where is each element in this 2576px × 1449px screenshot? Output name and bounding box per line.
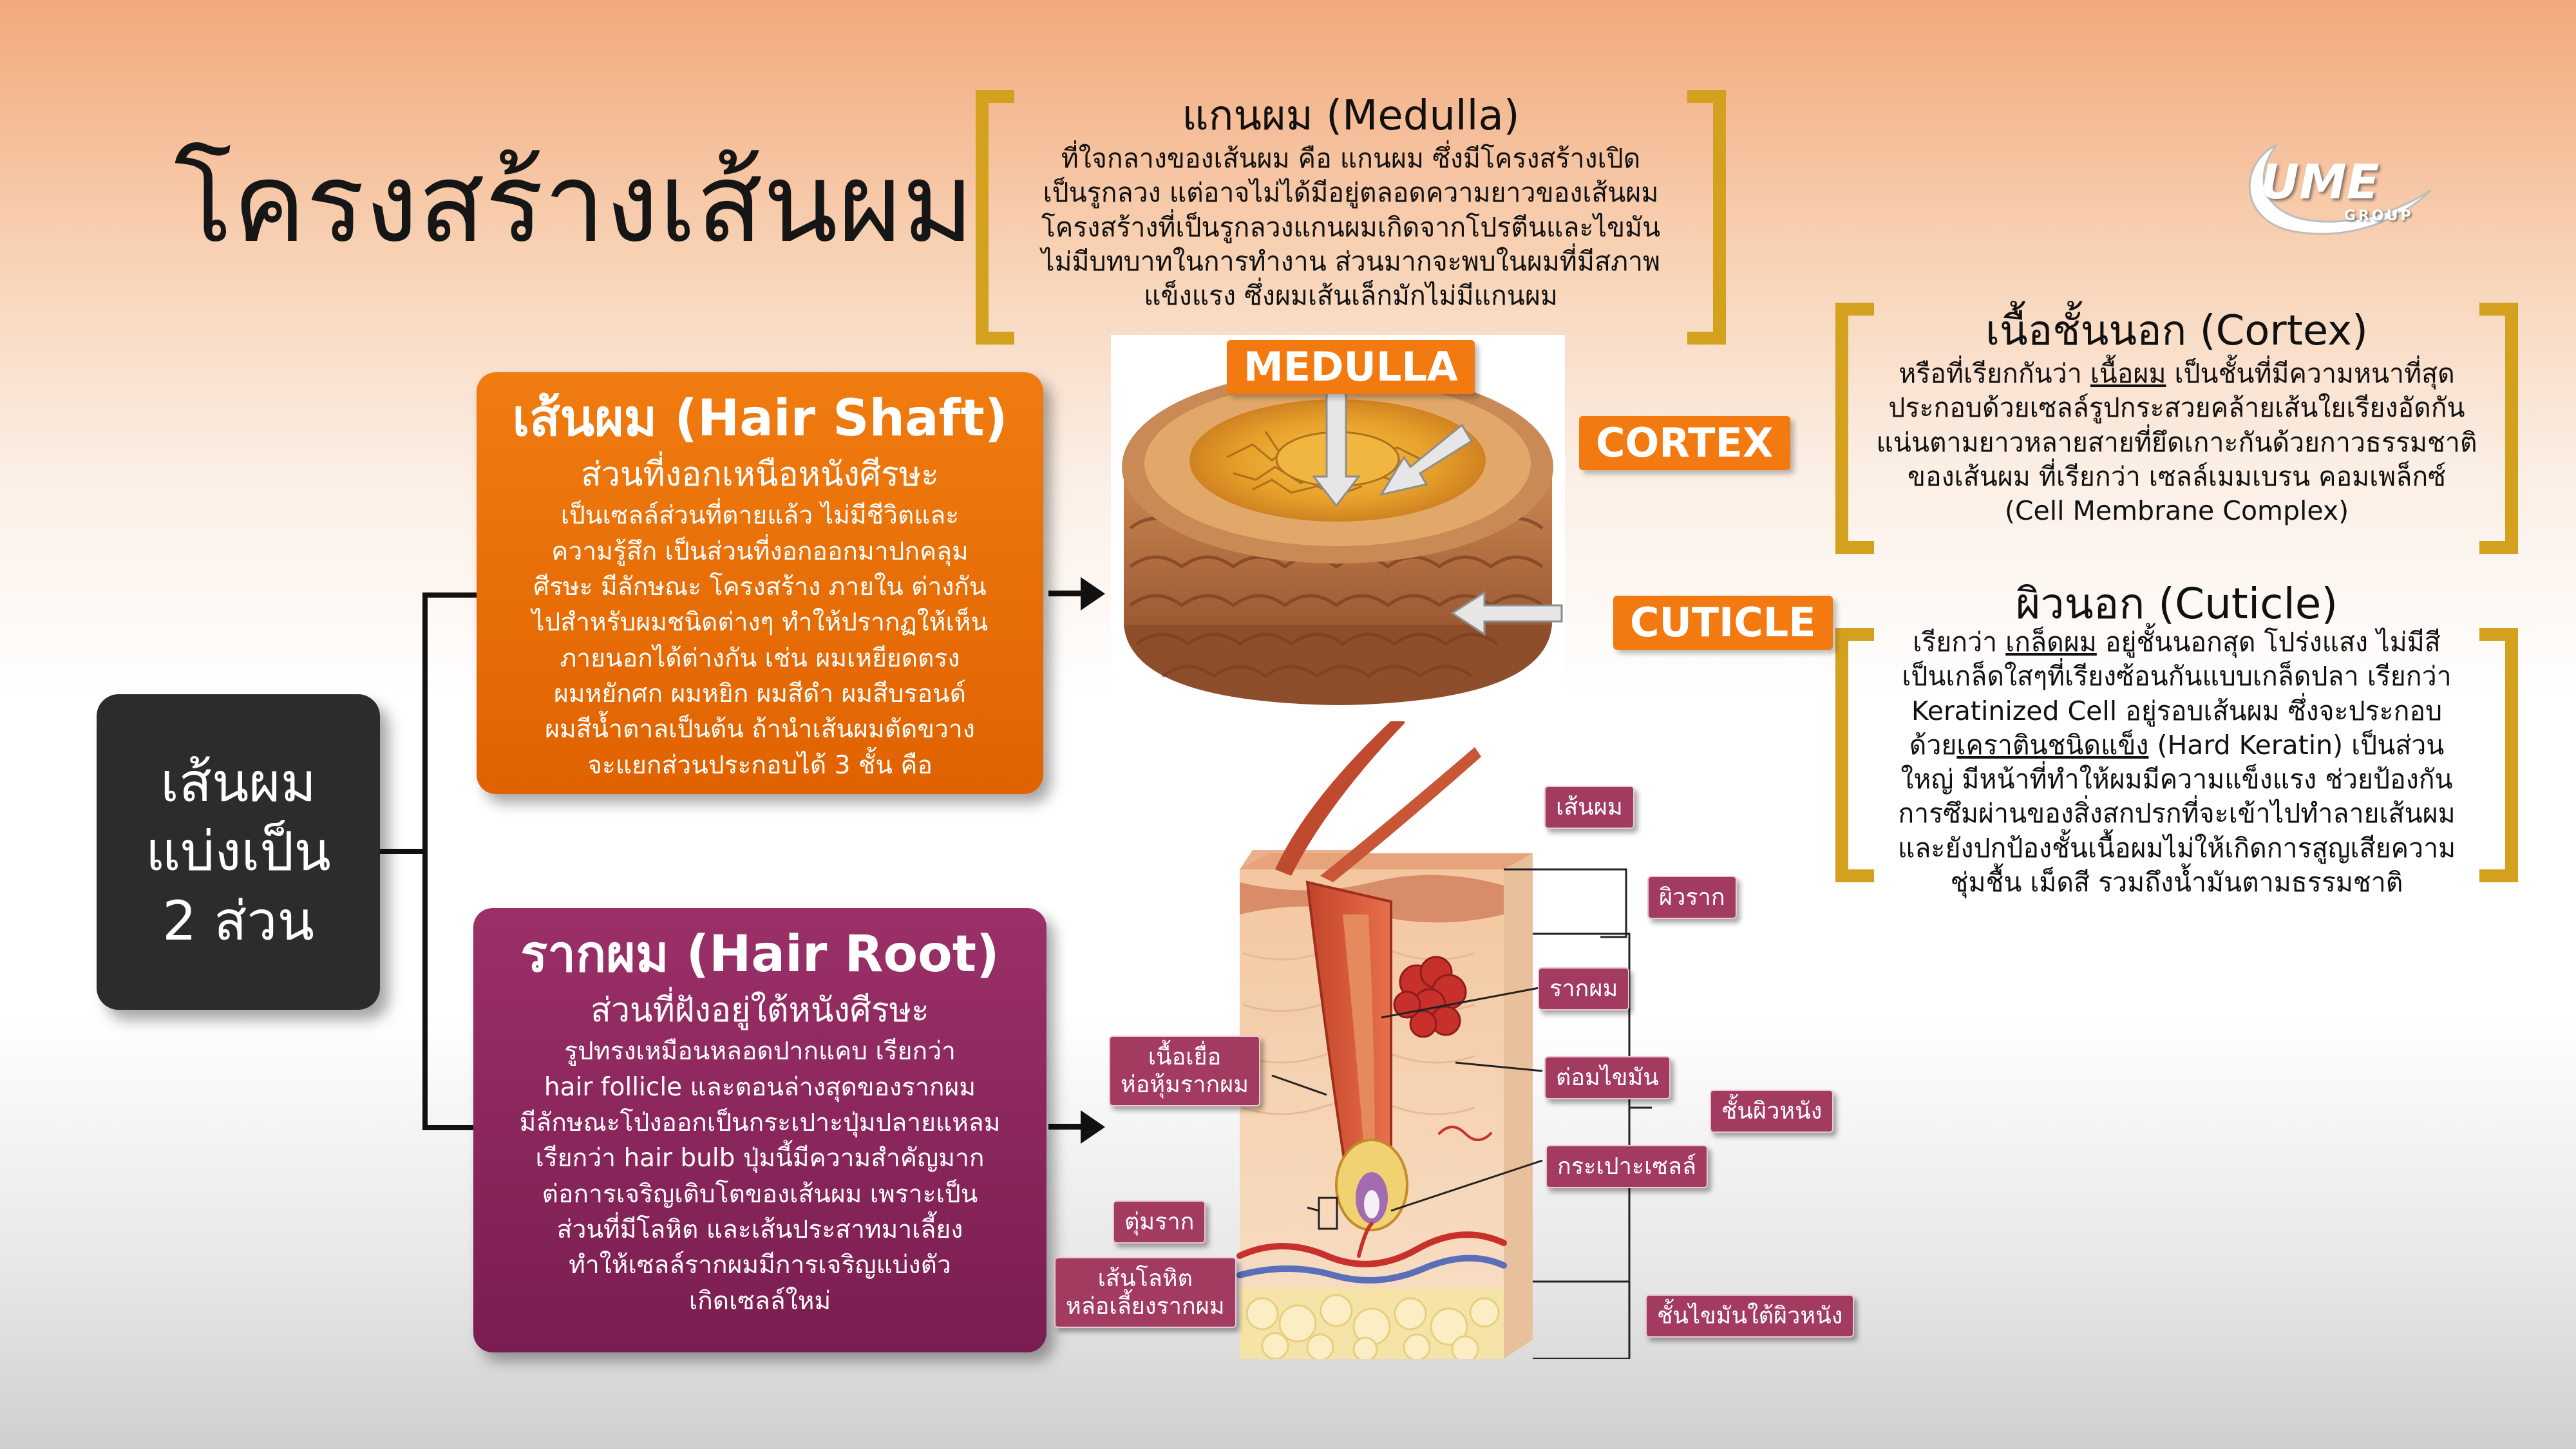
cuticle-title: ผิวนอก (Cuticle) [2015, 579, 2338, 629]
connector-to-root [422, 1125, 477, 1130]
hair-root-card: รากผม (Hair Root) ส่วนที่ฝังอยู่ใต้หนังศ… [473, 908, 1046, 1352]
cortex-desc: หรือที่เรียกกันว่า เนื้อผม เป็นชั้นที่มี… [1876, 358, 2477, 527]
logo-subtext: GROUP [2344, 208, 2414, 224]
shaft-arrow-icon [1048, 577, 1105, 611]
medulla-box: แกนผม (Medulla) ที่ใจกลางของเส้นผม คือ แ… [976, 90, 1726, 345]
hair-shaft-card: เส้นผม (Hair Shaft) ส่วนที่งอกเหนือหนังศ… [477, 372, 1043, 794]
medulla-title: แกนผม (Medulla) [1182, 92, 1520, 140]
connector-to-shaft [422, 592, 477, 598]
hair-root-title: รากผม (Hair Root) [520, 925, 999, 983]
label-papilla: ตุ่มราก [1113, 1200, 1206, 1244]
page-title: โครงสร้างเส้นผม [174, 140, 974, 267]
root-arrow-icon [1048, 1110, 1105, 1144]
hair-shaft-subtitle: ส่วนที่งอกเหนือหนังศีรษะ [580, 455, 940, 494]
logo-swoosh-icon [2248, 144, 2432, 235]
label-epidermis: ผิวราก [1647, 876, 1737, 920]
label-blood-vessels: เส้นโลหิต หล่อเลี้ยงรากผม [1054, 1257, 1236, 1329]
cuticle-desc: เรียกว่า เกล็ดผม อยู่ชั้นนอกสุด โปร่งแสง… [1897, 627, 2456, 898]
hair-cross-section-illustration [1111, 335, 1565, 708]
connector-horizontal [380, 849, 425, 854]
division-line-1: เส้นผม [160, 750, 316, 814]
label-subcutaneous-fat: ชั้นไขมันใต้ผิวหนัง [1645, 1294, 1855, 1338]
logo-text: UME [2260, 155, 2380, 210]
label-sebaceous-gland: ต่อมไขมัน [1544, 1056, 1671, 1100]
division-line-2: แบ่งเป็น [146, 820, 331, 884]
label-follicle: เนื้อเยื่อ ห่อหุ้มรากผม [1109, 1036, 1260, 1107]
cuticle-label: CUTICLE [1613, 596, 1833, 650]
medulla-label: MEDULLA [1227, 340, 1475, 394]
hair-root-illustration [1236, 721, 1652, 1359]
hair-division-box: เส้นผม แบ่งเป็น 2 ส่วน [97, 694, 380, 1010]
label-hair-bulb: กระเปาะเซลล์ [1546, 1145, 1709, 1189]
ume-logo: UME GROUP [2225, 119, 2444, 248]
connector-vertical [422, 592, 428, 1130]
label-root: รากผม [1538, 967, 1630, 1011]
label-hair: เส้นผม [1544, 786, 1634, 829]
cortex-label: CORTEX [1579, 416, 1790, 470]
hair-root-subtitle: ส่วนที่ฝังอยู่ใต้หนังศีรษะ [591, 990, 929, 1030]
division-line-3: 2 ส่วน [162, 889, 314, 952]
hair-shaft-title: เส้นผม (Hair Shaft) [512, 390, 1008, 448]
medulla-desc: ที่ใจกลางของเส้นผม คือ แกนผม ซึ่งมีโครงส… [1041, 143, 1661, 312]
label-dermis: ชั้นผิวหนัง [1710, 1090, 1834, 1133]
cuticle-box: เรียกว่า เกล็ดผม อยู่ชั้นนอกสุด โปร่งแสง… [1835, 627, 2518, 898]
hair-shaft-desc: เป็นเซลล์ส่วนที่ตายแล้ว ไม่มีชีวิตและ คว… [531, 501, 989, 780]
cortex-title: เนื้อชั้นนอก (Cortex) [1985, 307, 2368, 355]
hair-root-desc: รูปทรงเหมือนหลอดปากแคบ เรียกว่า hair fol… [519, 1037, 1001, 1316]
cortex-box: เนื้อชั้นนอก (Cortex) หรือที่เรียกกันว่า… [1835, 303, 2518, 554]
